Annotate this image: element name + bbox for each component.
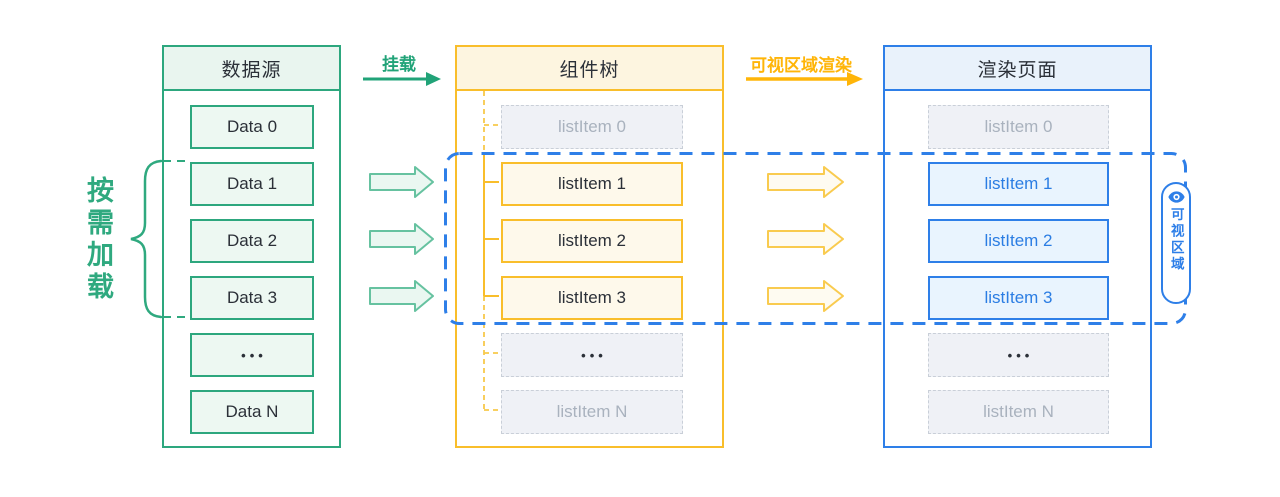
tree-item-2: listItem 2 bbox=[501, 219, 683, 263]
data-item-3: Data 3 bbox=[190, 276, 314, 320]
page-item-2: listItem 2 bbox=[928, 219, 1109, 263]
flow-arrow-yellow-3 bbox=[767, 280, 844, 312]
data-source-title: 数据源 bbox=[164, 47, 339, 91]
tree-item-0: listItem 0 bbox=[501, 105, 683, 149]
flow-arrow-green-1 bbox=[369, 166, 434, 198]
tree-item-ellipsis: ••• bbox=[501, 333, 683, 377]
data-source-column: 数据源 Data 0 Data 1 Data 2 Data 3 ••• Data… bbox=[162, 45, 341, 448]
page-item-n: listItem N bbox=[928, 390, 1109, 434]
on-demand-load-label: 按需加载 bbox=[83, 176, 113, 304]
eye-icon bbox=[1167, 191, 1185, 203]
viewport-render-arrow-label: 可视区域渲染 bbox=[750, 56, 852, 75]
data-item-1: Data 1 bbox=[190, 162, 314, 206]
mount-arrow-label: 挂载 bbox=[382, 55, 416, 74]
page-item-0: listItem 0 bbox=[928, 105, 1109, 149]
flow-arrows-yellow bbox=[767, 166, 844, 312]
render-page-title: 渲染页面 bbox=[885, 47, 1150, 91]
tree-item-1: listItem 1 bbox=[501, 162, 683, 206]
component-tree-title: 组件树 bbox=[457, 47, 722, 91]
page-item-ellipsis: ••• bbox=[928, 333, 1109, 377]
page-item-1: listItem 1 bbox=[928, 162, 1109, 206]
render-page-column: 渲染页面 listItem 0 listItem 1 listItem 2 li… bbox=[883, 45, 1152, 448]
data-item-0: Data 0 bbox=[190, 105, 314, 149]
flow-arrow-green-3 bbox=[369, 280, 434, 312]
flow-arrow-yellow-2 bbox=[767, 223, 844, 255]
flow-arrow-green-2 bbox=[369, 223, 434, 255]
flow-arrows-green bbox=[369, 166, 434, 312]
data-item-ellipsis: ••• bbox=[190, 333, 314, 377]
data-item-2: Data 2 bbox=[190, 219, 314, 263]
viewport-badge-label: 可视区域 bbox=[1168, 207, 1184, 273]
on-demand-brace-icon bbox=[130, 159, 163, 319]
page-item-3: listItem 3 bbox=[928, 276, 1109, 320]
tree-item-n: listItem N bbox=[501, 390, 683, 434]
flow-arrow-yellow-1 bbox=[767, 166, 844, 198]
component-tree-column: 组件树 listItem 0 listItem 1 listItem 2 lis… bbox=[455, 45, 724, 448]
viewport-badge: 可视区域 bbox=[1161, 182, 1191, 304]
data-item-n: Data N bbox=[190, 390, 314, 434]
tree-item-3: listItem 3 bbox=[501, 276, 683, 320]
